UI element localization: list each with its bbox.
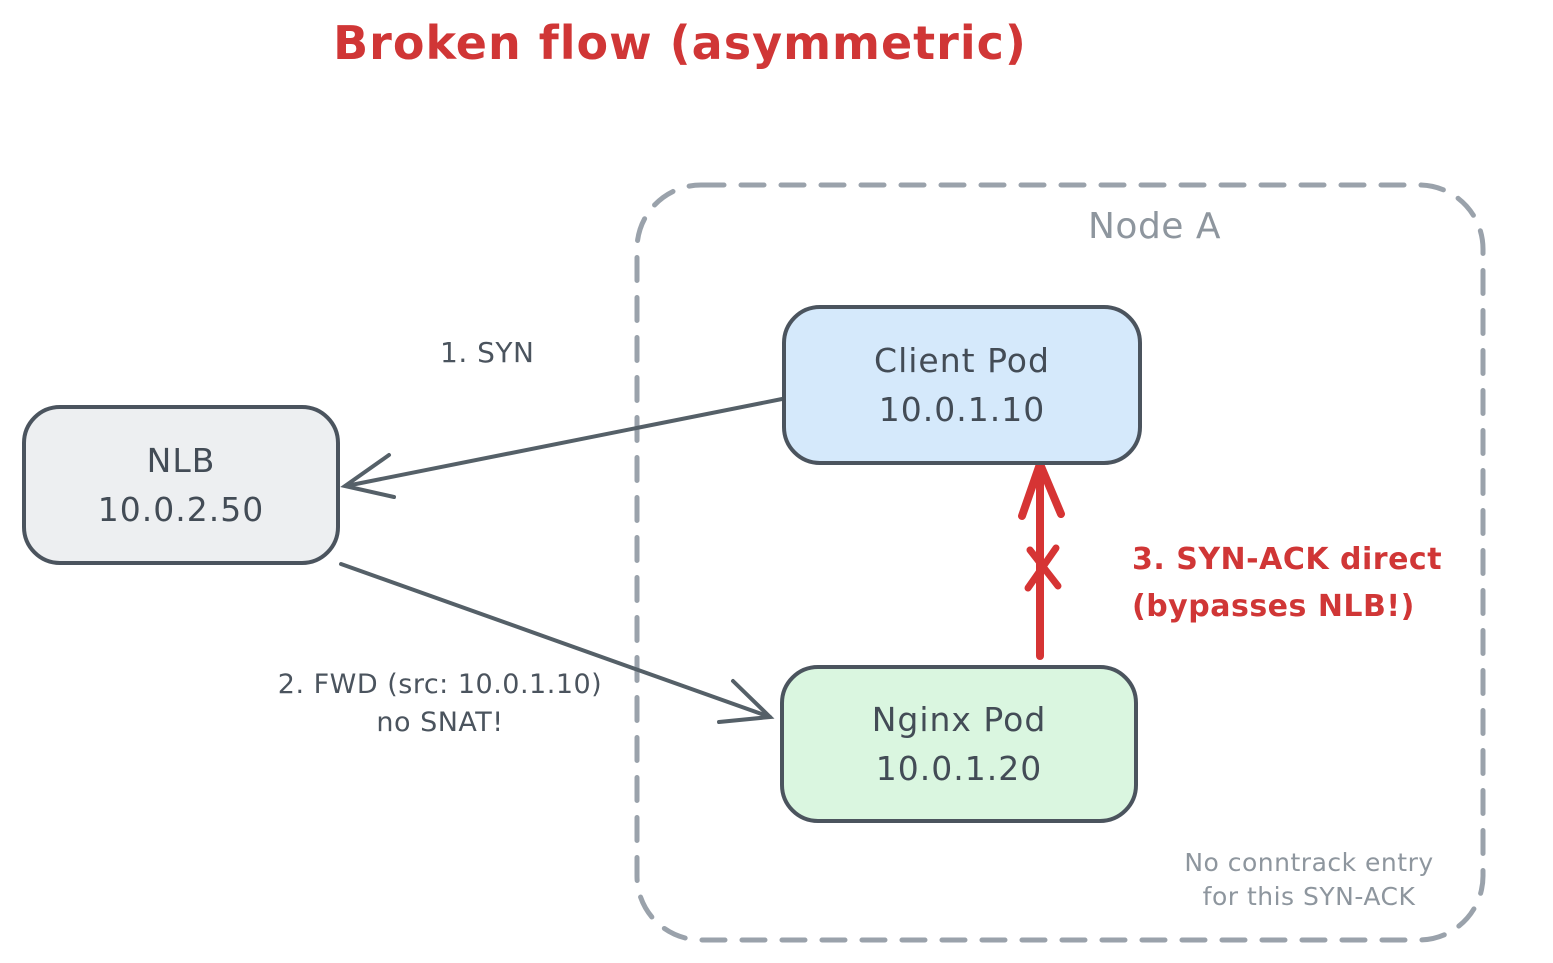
client-pod-ip: 10.0.1.10 [878,390,1046,429]
nginx-pod-name: Nginx Pod [871,699,1047,739]
fwd-edge-label-line1: 2. FWD (src: 10.0.1.10) [277,669,603,700]
arrow-fwd [339,562,775,724]
node-a-label: Node A [1088,206,1222,247]
fwd-edge-label-line2: no SNAT! [376,706,504,738]
arrow-syn [340,397,784,499]
node-a-boundary [634,182,1486,943]
synack-edge-label-line2: (bypasses NLB!) [1132,588,1415,624]
diagram-title: Broken flow (asymmetric) [333,16,1027,70]
arrowhead-syn [340,453,396,499]
arrowhead-fwd [717,679,775,724]
arrow-synack [1018,452,1065,660]
nlb-name: NLB [146,440,216,480]
conntrack-note-line1: No conntrack entry [1184,848,1434,877]
syn-edge-label: 1. SYN [440,336,535,369]
client-pod-node: Client Pod 10.0.1.10 [782,305,1142,465]
nginx-pod-ip: 10.0.1.20 [875,749,1043,788]
conntrack-note-line2: for this SYN-ACK [1202,881,1416,911]
conntrack-note: No conntrack entry for this SYN-ACK [1154,846,1464,914]
synack-edge-label-line1: 3. SYN-ACK direct [1132,542,1443,577]
fwd-edge-label: 2. FWD (src: 10.0.1.10) no SNAT! [240,666,640,742]
synack-edge-label: 3. SYN-ACK direct (bypasses NLB!) [1132,537,1442,630]
blocked-x-icon [1024,544,1062,592]
client-pod-name: Client Pod [874,340,1050,380]
nginx-pod-node: Nginx Pod 10.0.1.20 [780,665,1138,823]
nlb-node: NLB 10.0.2.50 [22,405,340,565]
nlb-ip: 10.0.2.50 [97,490,265,529]
